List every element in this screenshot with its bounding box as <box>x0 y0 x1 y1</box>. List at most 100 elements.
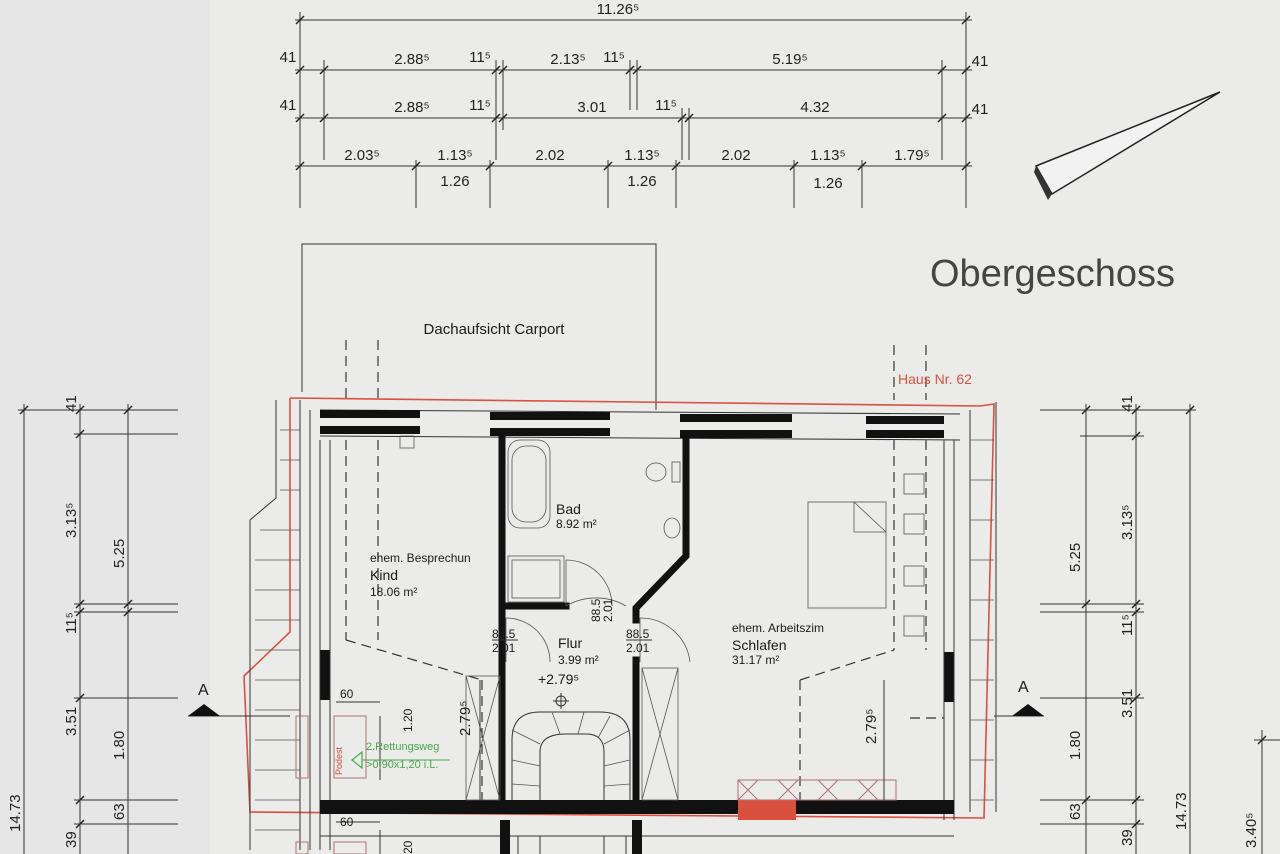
left-dim-351: 3.51 <box>63 707 80 736</box>
flur-name: Flur <box>558 635 582 651</box>
left-dim-39: 39 <box>63 831 80 848</box>
bad-door-height: 2.01 <box>601 598 615 622</box>
left-door-width: 88.5 <box>492 627 516 641</box>
right-door-width: 88.5 <box>626 627 650 641</box>
dim-r1-6: 41 <box>972 53 989 70</box>
section-marker-left <box>188 704 290 717</box>
right-dim-total: 14.73 <box>1173 792 1190 830</box>
door-labels: 88.5 2.01 88.5 2.01 88.5 2.01 <box>492 598 652 655</box>
schlafen-old-name: ehem. Arbeitszim <box>732 621 824 635</box>
right-dim-115: 11⁵ <box>1119 614 1136 636</box>
paper-shade-left <box>0 0 210 854</box>
house-outline <box>243 397 995 819</box>
carport-label: Dachaufsicht Carport <box>424 321 566 338</box>
schlafen-area: 31.17 m² <box>732 653 779 667</box>
right-dimension-chains <box>1040 404 1280 854</box>
roof-edge-right <box>969 402 997 812</box>
dim-r1-1: 2.88⁵ <box>394 51 429 68</box>
left-dim-313: 3.13⁵ <box>63 503 80 538</box>
window-dim-60-bottom: 60 <box>340 815 354 829</box>
section-label-right: A <box>1018 679 1029 696</box>
kind-old-name: ehem. Besprechun <box>370 551 471 565</box>
dim-r4-1: 1.26 <box>627 173 656 190</box>
escape-route-size: >0,90x1,20 i.L. <box>366 759 438 771</box>
wardrobe-icon <box>399 435 925 637</box>
dim-r2-2: 11⁵ <box>469 97 491 114</box>
window-dim-20: 20 <box>401 840 415 854</box>
dim-r2-3: 3.01 <box>577 99 606 116</box>
dim-r3-1: 1.13⁵ <box>437 147 472 164</box>
left-dim-63: 63 <box>111 803 128 820</box>
dim-r3-3: 1.13⁵ <box>624 147 659 164</box>
plan-title: Obergeschoss <box>930 253 1175 295</box>
dim-r1-0: 41 <box>280 49 297 66</box>
dim-r2-6: 41 <box>972 101 989 118</box>
escape-route-label: 2.Rettungsweg <box>366 741 439 753</box>
dim-r1-5: 5.19⁵ <box>772 51 807 68</box>
carport-roof <box>301 243 927 410</box>
right-dim-351: 3.51 <box>1119 689 1136 718</box>
right-dim-180: 1.80 <box>1067 731 1084 760</box>
left-dim-total: 14.73 <box>7 794 24 832</box>
dim-r3-5: 1.13⁵ <box>810 147 845 164</box>
bad-name: Bad <box>556 501 581 517</box>
exterior-walls <box>319 409 961 854</box>
dim-r3-2: 2.02 <box>535 147 564 164</box>
left-dim-41: 41 <box>63 395 80 412</box>
dim-r4-0: 1.26 <box>440 173 469 190</box>
carpet-hatch <box>737 779 897 801</box>
house-number-label: Haus Nr. 62 <box>898 371 972 387</box>
section-marker-right <box>994 704 1044 717</box>
right-dim-39: 39 <box>1119 829 1136 846</box>
left-dimension-labels: 14.73 41 3.13⁵ 5.25 11⁵ 3.51 1.80 63 39 <box>7 395 128 848</box>
flur-area: 3.99 m² <box>558 653 599 667</box>
kind-area: 18.06 m² <box>370 585 417 599</box>
dim-r1-4: 11⁵ <box>603 49 625 66</box>
dim-r2-0: 41 <box>280 97 297 114</box>
dim-r1-3: 2.13⁵ <box>550 51 585 68</box>
bed-icon <box>807 501 887 609</box>
sink-icon <box>663 517 681 539</box>
left-dimension-chains <box>18 404 178 854</box>
dim-r3-0: 2.03⁵ <box>344 147 379 164</box>
left-dim-180: 1.80 <box>111 731 128 760</box>
right-dim-525: 5.25 <box>1067 543 1084 572</box>
kind-name: Kind <box>370 567 398 583</box>
schlafen-name: Schlafen <box>732 637 786 653</box>
podest-label: Podest <box>334 746 344 775</box>
bad-area: 8.92 m² <box>556 517 597 531</box>
right-dim-340: 3.40⁵ <box>1243 813 1260 848</box>
height-left: 2.79⁵ <box>457 701 474 736</box>
dim-r4-2: 1.26 <box>813 175 842 192</box>
left-dim-525: 5.25 <box>111 539 128 568</box>
height-right: 2.79⁵ <box>863 709 880 744</box>
window-dim-120: 1.20 <box>401 708 415 732</box>
shower-icon <box>507 555 565 603</box>
left-door-height: 2.01 <box>492 641 516 655</box>
right-dim-313: 3.13⁵ <box>1119 505 1136 540</box>
right-dim-63: 63 <box>1067 803 1084 820</box>
flur-level: +2.79⁵ <box>538 671 579 687</box>
toilet-icon <box>645 461 681 483</box>
right-door-height: 2.01 <box>626 641 650 655</box>
left-dim-115: 11⁵ <box>63 612 80 634</box>
right-dimension-labels: 41 5.25 3.13⁵ 11⁵ 3.51 1.80 63 39 14.73 … <box>1067 395 1260 848</box>
ceiling-heights: 2.79⁵ 2.79⁵ <box>457 680 885 800</box>
window-dim-60-top: 60 <box>340 687 354 701</box>
dim-r1-2: 11⁵ <box>469 49 491 66</box>
stair-icon <box>465 667 679 854</box>
dim-r3-6: 1.79⁵ <box>894 147 929 164</box>
dim-r2-1: 2.88⁵ <box>394 99 429 116</box>
north-arrow-icon <box>1034 91 1221 200</box>
bathtub-icon <box>507 439 551 529</box>
right-dim-41: 41 <box>1119 395 1136 412</box>
bad-door-width: 88.5 <box>589 598 603 622</box>
section-label-left: A <box>198 682 209 699</box>
dim-r2-5: 4.32 <box>800 99 829 116</box>
escape-window <box>295 701 381 854</box>
dim-r3-4: 2.02 <box>721 147 750 164</box>
dim-r2-4: 11⁵ <box>655 97 677 114</box>
roof-edge-left <box>249 400 311 850</box>
dim-total-width: 11.26⁵ <box>597 1 640 18</box>
